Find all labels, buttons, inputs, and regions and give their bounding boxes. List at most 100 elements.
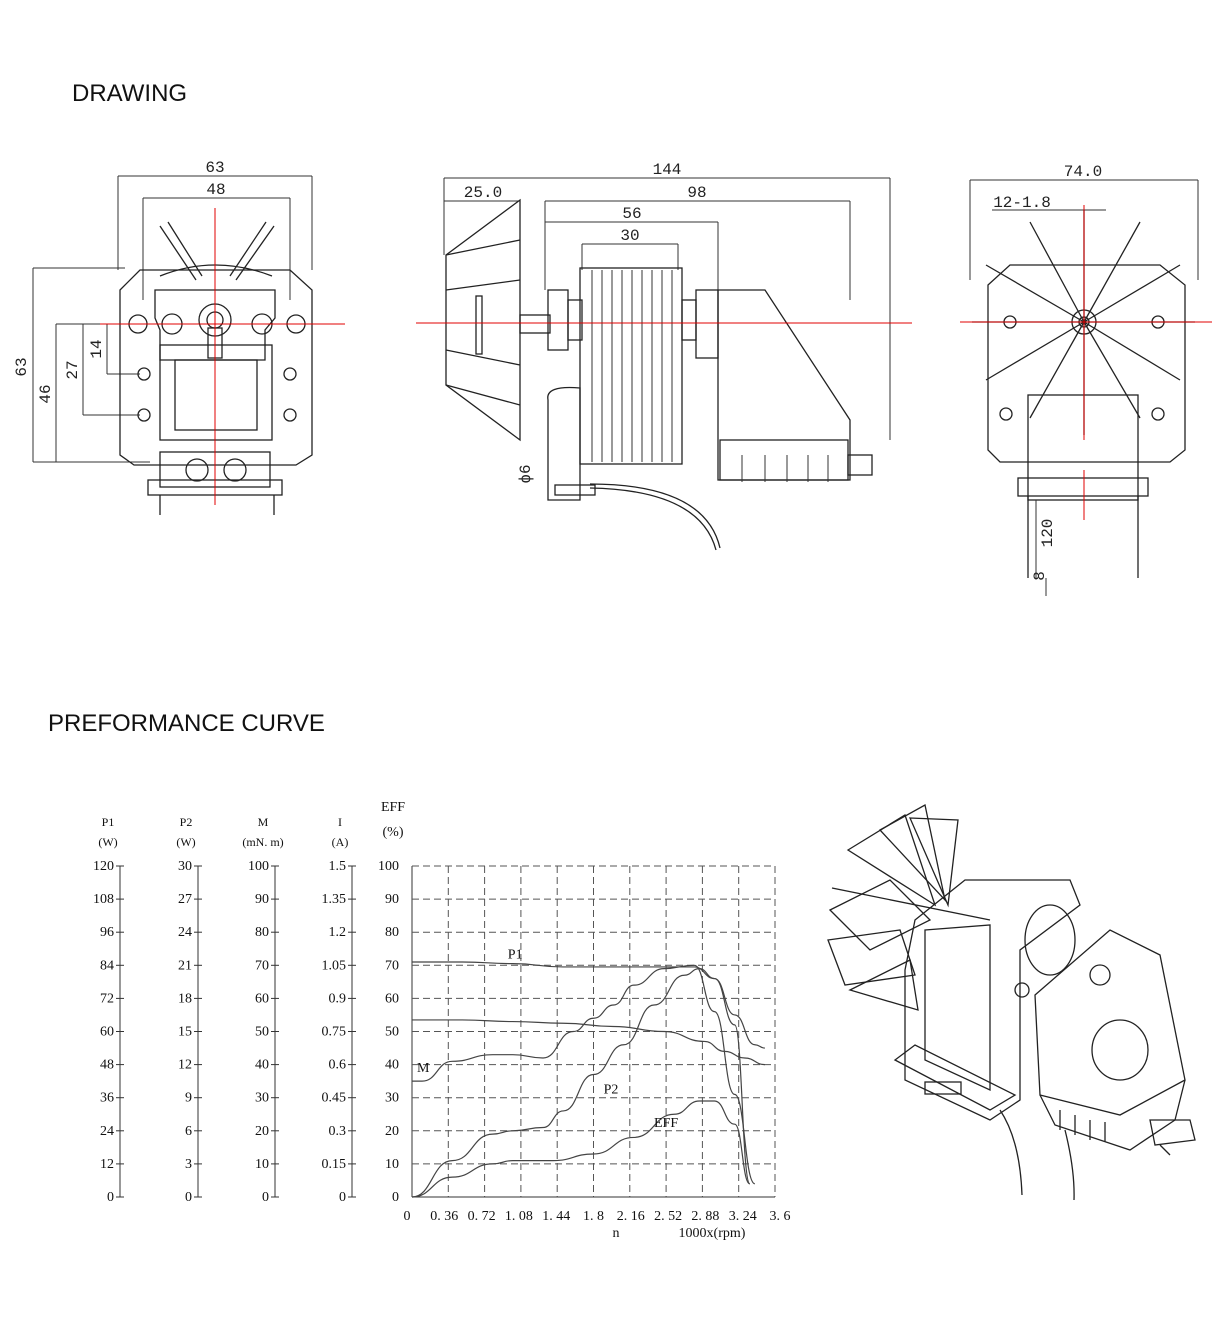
chart-x-ticks: 0 0. 36 0. 72 1. 08 1. 44 1. 8 2. 16 2. 52 2. 88… bbox=[404, 1209, 791, 1224]
curve-heading: PREFORMANCE CURVE bbox=[48, 710, 325, 737]
axis-label-p2: P2 bbox=[180, 815, 193, 829]
axis-tick-label: 0.45 bbox=[322, 1091, 347, 1106]
axis-unit-m: (mN. m) bbox=[242, 835, 283, 849]
axis-tick-label: 27 bbox=[178, 892, 192, 907]
axis-tick-label: 40 bbox=[255, 1058, 269, 1073]
x-axis-label-n: n bbox=[613, 1226, 620, 1241]
axis-tick-label: 0 bbox=[392, 1190, 399, 1205]
x-tick-label: 2. 16 bbox=[617, 1209, 645, 1224]
axis-tick-label: 90 bbox=[385, 892, 399, 907]
axis-tick-label: 60 bbox=[385, 991, 399, 1006]
axis-unit-p2: (W) bbox=[176, 835, 195, 849]
dim-rear-blade: 12-1.8 bbox=[993, 194, 1051, 212]
axis-tick-label: 1.5 bbox=[329, 859, 347, 874]
series-line-p2 bbox=[411, 968, 751, 1198]
axis-tick-label: 20 bbox=[255, 1124, 269, 1139]
dim-side-30: 30 bbox=[620, 227, 639, 245]
axis-tick-label: 24 bbox=[178, 925, 192, 940]
dim-rear-8: 8 bbox=[1031, 571, 1049, 581]
axis-label-i: I bbox=[338, 815, 342, 829]
axis-tick-label: 80 bbox=[385, 925, 399, 940]
x-tick-label: 2. 52 bbox=[654, 1209, 682, 1224]
dim-side-25: 25.0 bbox=[464, 184, 502, 202]
motor-illustration bbox=[827, 804, 1196, 1201]
axis-tick-label: 15 bbox=[178, 1025, 192, 1040]
series-label-p1: P1 bbox=[508, 948, 523, 963]
axis-tick-label: 90 bbox=[255, 892, 269, 907]
dim-front-height-46: 46 bbox=[37, 384, 55, 403]
axis-tick-label: 40 bbox=[385, 1058, 399, 1073]
axis-tick-label: 0 bbox=[262, 1190, 269, 1205]
dim-front-height-63: 63 bbox=[13, 357, 31, 376]
axis-tick-label: 60 bbox=[255, 991, 269, 1006]
series-label-eff: EFF bbox=[654, 1116, 678, 1131]
dim-front-height-27: 27 bbox=[64, 360, 82, 379]
chart-grid bbox=[411, 865, 776, 1198]
axis-tick-label: 0 bbox=[339, 1190, 346, 1205]
axis-tick-label: 1.05 bbox=[322, 958, 347, 973]
axis-unit-eff: (%) bbox=[383, 825, 404, 840]
x-tick-label: 1. 44 bbox=[542, 1209, 570, 1224]
axis-tick-label: 0.6 bbox=[329, 1058, 347, 1073]
x-tick-label: 2. 88 bbox=[691, 1209, 719, 1224]
axis-tick-label: 9 bbox=[185, 1091, 192, 1106]
x-axis-label-unit: 1000x(rpm) bbox=[679, 1226, 746, 1241]
x-tick-label: 1. 8 bbox=[583, 1209, 604, 1224]
series-line-m bbox=[411, 964, 756, 1185]
axis-tick-label: 36 bbox=[100, 1091, 114, 1106]
axis-tick-label: 80 bbox=[255, 925, 269, 940]
series-line-unlabeled-1 bbox=[412, 1019, 765, 1066]
dim-rear-120: 120 bbox=[1039, 519, 1057, 548]
rear-view: 74.0 12-1.8 120 8 bbox=[960, 163, 1212, 596]
axis-tick-label: 10 bbox=[385, 1157, 399, 1172]
series-line-eff bbox=[411, 1100, 751, 1198]
x-tick-label: 0 bbox=[404, 1209, 411, 1224]
axis-tick-label: 12 bbox=[100, 1157, 114, 1172]
axis-tick-label: 1.35 bbox=[322, 892, 347, 907]
axis-unit-i: (A) bbox=[332, 835, 349, 849]
axis-tick-label: 0 bbox=[107, 1190, 114, 1205]
axis-tick-label: 10 bbox=[255, 1157, 269, 1172]
x-tick-label: 1. 08 bbox=[505, 1209, 533, 1224]
axis-tick-label: 3 bbox=[185, 1157, 192, 1172]
dim-side-shaft: ϕ6 bbox=[517, 464, 535, 483]
axis-tick-label: 1.2 bbox=[329, 925, 347, 940]
series-label-m: M bbox=[417, 1061, 430, 1076]
axis-tick-label: 100 bbox=[248, 859, 269, 874]
axis-tick-label: 12 bbox=[178, 1058, 192, 1073]
axis-tick-label: 30 bbox=[385, 1091, 399, 1106]
dim-side-56: 56 bbox=[622, 205, 641, 223]
axis-tick-label: 50 bbox=[385, 1025, 399, 1040]
axis-tick-label: 0.15 bbox=[322, 1157, 347, 1172]
axis-label-eff: EFF bbox=[381, 800, 405, 815]
axis-unit-p1: (W) bbox=[98, 835, 117, 849]
axis-label-m: M bbox=[258, 815, 269, 829]
x-tick-label: 3. 6 bbox=[770, 1209, 791, 1224]
axis-tick-label: 120 bbox=[93, 859, 114, 874]
axis-label-p1: P1 bbox=[102, 815, 115, 829]
dim-side-144: 144 bbox=[653, 161, 682, 179]
axis-tick-label: 18 bbox=[178, 991, 192, 1006]
side-view: 144 25.0 98 56 30 ϕ6 bbox=[416, 161, 912, 551]
dim-rear-74: 74.0 bbox=[1064, 163, 1102, 181]
axis-tick-label: 0.3 bbox=[329, 1124, 347, 1139]
axis-tick-label: 72 bbox=[100, 991, 114, 1006]
x-tick-label: 0. 36 bbox=[430, 1209, 458, 1224]
x-tick-label: 0. 72 bbox=[468, 1209, 496, 1224]
axis-tick-label: 70 bbox=[255, 958, 269, 973]
axis-tick-label: 48 bbox=[100, 1058, 114, 1073]
axis-tick-label: 30 bbox=[178, 859, 192, 874]
axis-tick-label: 24 bbox=[100, 1124, 114, 1139]
axis-tick-label: 21 bbox=[178, 958, 192, 973]
axis-tick-label: 0.9 bbox=[329, 991, 347, 1006]
x-tick-label: 3. 24 bbox=[729, 1209, 757, 1224]
dim-front-63: 63 bbox=[205, 159, 224, 177]
dim-front-height-14: 14 bbox=[88, 339, 106, 358]
chart-axes: P1(W)12010896847260483624120P2(W)3027242… bbox=[93, 800, 405, 1205]
front-view: 63 48 63 46 27 14 bbox=[13, 159, 345, 515]
axis-tick-label: 84 bbox=[100, 958, 114, 973]
axis-tick-label: 108 bbox=[93, 892, 114, 907]
dim-front-48: 48 bbox=[206, 181, 225, 199]
axis-tick-label: 20 bbox=[385, 1124, 399, 1139]
